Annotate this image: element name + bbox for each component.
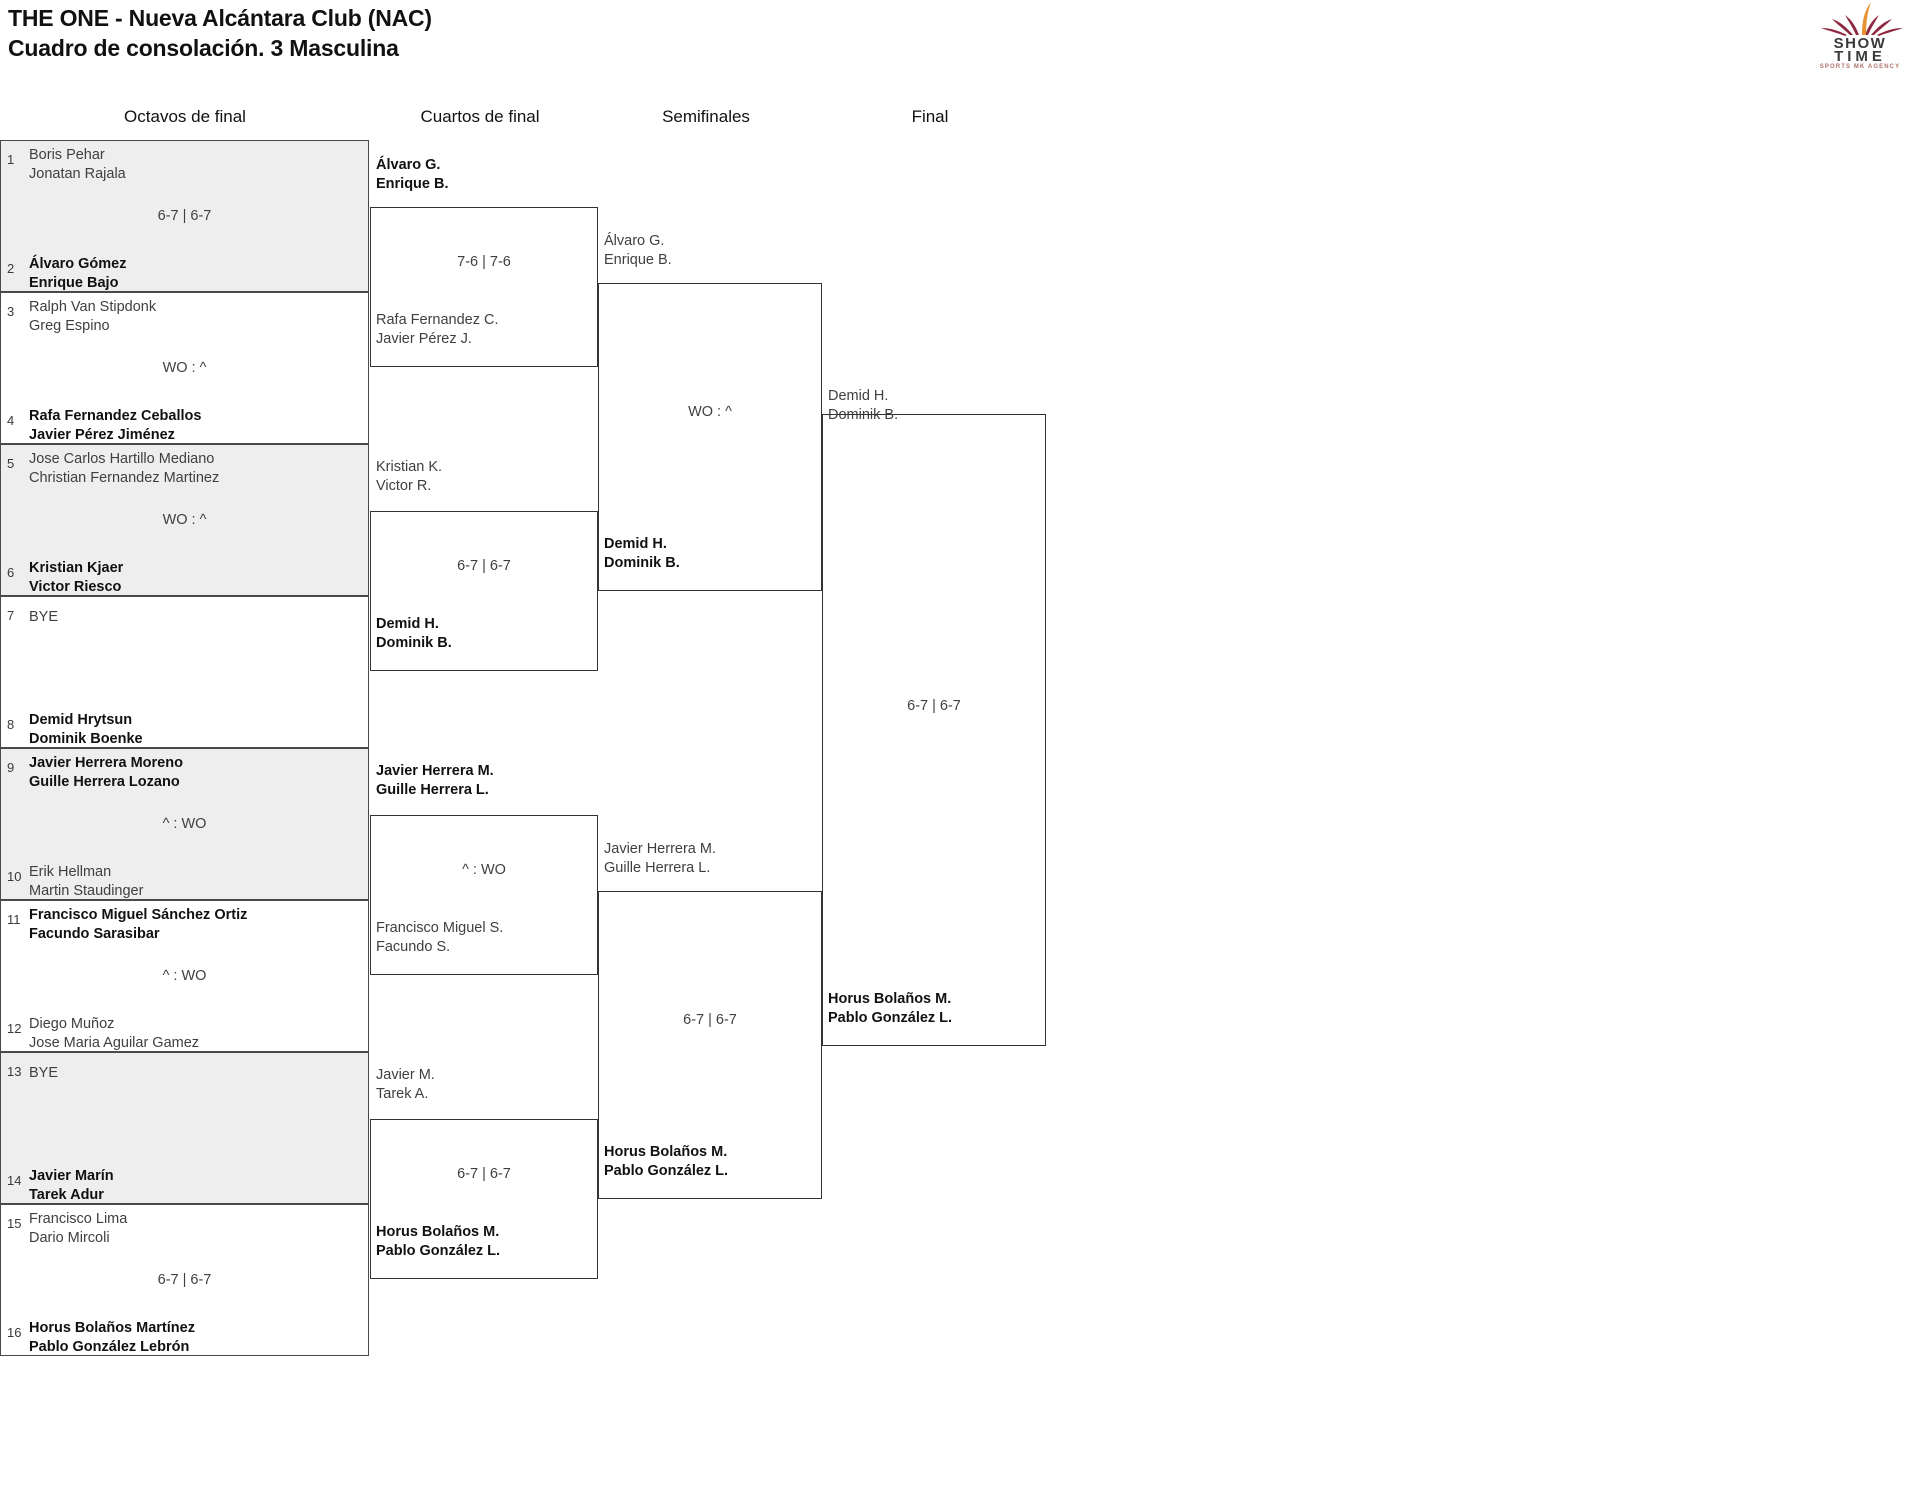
seed-row[interactable]: 8 Demid Hrytsun Dominik Boenke bbox=[0, 672, 369, 748]
page-title: THE ONE - Nueva Alcántara Club (NAC) Cua… bbox=[8, 4, 432, 64]
match-box-qf2[interactable]: 6-7 | 6-7 bbox=[370, 511, 598, 671]
match-winner-label: Horus Bolaños M. Pablo González L. bbox=[376, 1224, 501, 1259]
match-winner-label: Demid H. Dominik B. bbox=[604, 536, 680, 571]
seed-number: 2 bbox=[7, 261, 15, 276]
logo-tagline: SPORTS MK AGENCY bbox=[1819, 64, 1901, 70]
seed-number: 9 bbox=[7, 760, 15, 775]
seed-players: Diego Muñoz Jose Maria Aguilar Gamez bbox=[29, 1016, 200, 1051]
match-score: WO : ^ bbox=[162, 360, 207, 376]
seed-number: 15 bbox=[7, 1216, 22, 1231]
draw-subtitle: Cuadro de consolación. 3 Masculina bbox=[8, 34, 399, 61]
seed-number: 11 bbox=[7, 912, 21, 927]
match-score: WO : ^ bbox=[688, 404, 732, 420]
seed-row[interactable]: 7 BYE bbox=[0, 596, 369, 672]
tournament-name: THE ONE - Nueva Alcántara Club (NAC) bbox=[8, 5, 432, 31]
seed-number: 4 bbox=[7, 413, 15, 428]
match-score: 6-7 | 6-7 bbox=[683, 1012, 737, 1028]
match-score: 6-7 | 6-7 bbox=[457, 1166, 511, 1182]
logo-word-show: SHOW bbox=[1833, 35, 1887, 52]
seed-players: BYE bbox=[29, 1065, 59, 1081]
burst-icon bbox=[1821, 2, 1903, 36]
seed-number: 16 bbox=[7, 1325, 22, 1340]
match-loser-label: Álvaro G. Enrique B. bbox=[604, 233, 672, 268]
round-header-cuartos: Cuartos de final bbox=[420, 107, 540, 126]
seed-row[interactable]: 4 Rafa Fernandez Ceballos Javier Pérez J… bbox=[0, 368, 369, 444]
showtime-logo: SHOW TIME SPORTS MK AGENCY bbox=[1812, 2, 1908, 74]
match-loser-label: Javier Herrera M. Guille Herrera L. bbox=[604, 841, 716, 876]
seed-players: Erik Hellman Martin Staudinger bbox=[29, 864, 144, 899]
seed-row[interactable]: 9 Javier Herrera Moreno Guille Herrera L… bbox=[0, 748, 369, 824]
seed-players: Rafa Fernandez Ceballos Javier Pérez Jim… bbox=[29, 408, 202, 443]
seed-row[interactable]: 5 Jose Carlos Hartillo Mediano Christian… bbox=[0, 444, 369, 520]
seed-players: BYE bbox=[29, 609, 59, 625]
match-loser-label: Javier M. Tarek A. bbox=[376, 1067, 435, 1102]
seed-number: 7 bbox=[7, 608, 15, 623]
match-winner-label: Demid H. Dominik B. bbox=[376, 616, 452, 651]
round-header-final: Final bbox=[911, 107, 949, 126]
seed-players: Javier Herrera Moreno Guille Herrera Loz… bbox=[29, 755, 183, 790]
seed-row[interactable]: 2 Álvaro Gómez Enrique Bajo bbox=[0, 216, 369, 292]
seed-players: Demid Hrytsun Dominik Boenke bbox=[29, 712, 143, 747]
seed-row[interactable]: 11 Francisco Miguel Sánchez Ortiz Facund… bbox=[0, 900, 369, 976]
seed-row[interactable]: 6 Kristian Kjaer Victor Riesco bbox=[0, 520, 369, 596]
seed-row[interactable]: 16 Horus Bolaños Martínez Pablo González… bbox=[0, 1280, 369, 1356]
match-box-sf1[interactable]: WO : ^ bbox=[598, 283, 822, 591]
seed-number: 8 bbox=[7, 717, 15, 732]
seed-players: Álvaro Gómez Enrique Bajo bbox=[29, 256, 127, 291]
match-score: WO : ^ bbox=[162, 512, 207, 528]
match-winner-label: Javier Herrera M. Guille Herrera L. bbox=[376, 763, 494, 798]
seed-row[interactable]: 10 Erik Hellman Martin Staudinger bbox=[0, 824, 369, 900]
seed-number: 1 bbox=[7, 152, 15, 167]
round-header-semifinales: Semifinales bbox=[662, 107, 750, 126]
match-score: 6-7 | 6-7 bbox=[457, 558, 511, 574]
match-box-sf2[interactable]: 6-7 | 6-7 bbox=[598, 891, 822, 1199]
seed-players: Jose Carlos Hartillo Mediano Christian F… bbox=[29, 451, 220, 486]
match-score: ^ : WO bbox=[462, 862, 506, 878]
seed-row[interactable]: 13 BYE bbox=[0, 1052, 369, 1128]
match-winner-label: Álvaro G. Enrique B. bbox=[376, 157, 449, 192]
seed-row[interactable]: 14 Javier Marín Tarek Adur bbox=[0, 1128, 369, 1204]
seed-row[interactable]: 15 Francisco Lima Dario Mircoli bbox=[0, 1204, 369, 1280]
seed-players: Kristian Kjaer Victor Riesco bbox=[29, 560, 124, 595]
seed-number: 10 bbox=[7, 869, 22, 884]
seed-number: 6 bbox=[7, 565, 15, 580]
seed-row[interactable]: 3 Ralph Van Stipdonk Greg Espino bbox=[0, 292, 369, 368]
seed-players: Francisco Miguel Sánchez Ortiz Facundo S… bbox=[29, 907, 248, 942]
match-box-qf3[interactable]: ^ : WO bbox=[370, 815, 598, 975]
match-box-qf1[interactable]: 7-6 | 7-6 bbox=[370, 207, 598, 367]
match-score: 6-7 | 6-7 bbox=[907, 698, 961, 714]
seed-number: 3 bbox=[7, 304, 15, 319]
match-box-qf4[interactable]: 6-7 | 6-7 bbox=[370, 1119, 598, 1279]
match-score: 6-7 | 6-7 bbox=[157, 1272, 212, 1288]
seed-players: Boris Pehar Jonatan Rajala bbox=[29, 147, 126, 182]
match-winner-label: Horus Bolaños M. Pablo González L. bbox=[604, 1144, 729, 1179]
round-header-octavos: Octavos de final bbox=[124, 107, 246, 126]
match-score: 6-7 | 6-7 bbox=[157, 208, 212, 224]
final-winner-label: Horus Bolaños M. Pablo González L. bbox=[828, 991, 953, 1026]
seed-row[interactable]: 12 Diego Muñoz Jose Maria Aguilar Gamez bbox=[0, 976, 369, 1052]
seed-players: Javier Marín Tarek Adur bbox=[29, 1168, 114, 1203]
seed-row[interactable]: 1 Boris Pehar Jonatan Rajala bbox=[0, 140, 369, 216]
match-box-final[interactable]: 6-7 | 6-7 bbox=[822, 414, 1046, 1046]
match-loser-label: Rafa Fernandez C. Javier Pérez J. bbox=[376, 312, 499, 347]
seed-number: 12 bbox=[7, 1021, 22, 1036]
match-score: ^ : WO bbox=[162, 816, 207, 832]
match-loser-label: Kristian K. Victor R. bbox=[376, 459, 443, 494]
logo-word-time: TIME bbox=[1834, 48, 1886, 65]
seed-players: Francisco Lima Dario Mircoli bbox=[29, 1211, 128, 1246]
seed-number: 5 bbox=[7, 456, 15, 471]
match-score: 7-6 | 7-6 bbox=[457, 254, 511, 270]
match-loser-label: Francisco Miguel S. Facundo S. bbox=[376, 920, 504, 955]
seed-players: Horus Bolaños Martínez Pablo González Le… bbox=[29, 1320, 195, 1355]
seed-number: 13 bbox=[7, 1064, 22, 1079]
seed-players: Ralph Van Stipdonk Greg Espino bbox=[29, 299, 157, 334]
seed-number: 14 bbox=[7, 1173, 22, 1188]
match-score: ^ : WO bbox=[162, 968, 207, 984]
